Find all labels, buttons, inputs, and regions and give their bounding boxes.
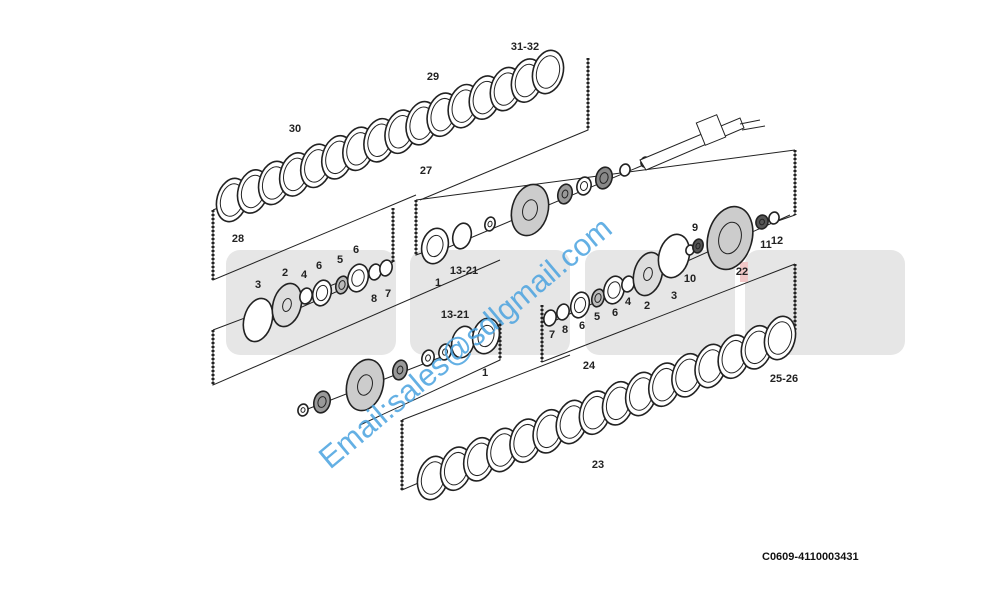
component (718, 221, 742, 255)
label-23: 23 (592, 459, 604, 471)
label-5: 5 (594, 311, 600, 323)
label-8: 8 (562, 324, 568, 336)
label-6: 6 (612, 307, 618, 319)
drawing-code: C0609-4110003431 (762, 551, 859, 563)
component (351, 269, 365, 287)
component (573, 296, 587, 314)
label-4: 4 (625, 296, 632, 308)
component (522, 199, 538, 221)
component (543, 309, 557, 327)
component (487, 220, 493, 228)
label-7: 7 (549, 329, 555, 341)
label-8: 8 (371, 293, 377, 305)
clutch-disc (535, 55, 561, 89)
label-2: 2 (644, 300, 650, 312)
component (357, 374, 373, 396)
clutch-disc (767, 321, 793, 355)
component (242, 297, 274, 343)
label-13-21: 13-21 (450, 265, 478, 277)
component (607, 281, 621, 299)
label-2: 2 (282, 267, 288, 279)
label-3: 3 (255, 279, 261, 291)
label-31-32: 31-32 (511, 41, 539, 53)
label-22: 22 (736, 266, 748, 278)
component (657, 233, 691, 279)
clutch-discs (215, 49, 797, 501)
label-30: 30 (289, 123, 301, 135)
component (338, 280, 346, 290)
label-6: 6 (316, 260, 322, 272)
label-5: 5 (337, 254, 343, 266)
label-9: 9 (692, 222, 698, 234)
label-28: 28 (232, 233, 244, 245)
component (396, 365, 404, 375)
label-1: 1 (482, 367, 488, 379)
label-6: 6 (353, 244, 359, 256)
label-13-21: 13-21 (441, 309, 469, 321)
component (379, 259, 393, 277)
component (425, 354, 431, 362)
component (759, 218, 765, 226)
label-24: 24 (583, 360, 596, 372)
component (282, 298, 292, 312)
label-6: 6 (579, 320, 585, 332)
component (426, 234, 444, 258)
component (599, 172, 609, 184)
component (695, 242, 701, 250)
components (242, 152, 791, 417)
label-7: 7 (385, 288, 391, 300)
component (300, 407, 306, 413)
label-10: 10 (684, 273, 696, 285)
component (561, 189, 569, 199)
output-shaft (639, 114, 766, 171)
label-29: 29 (427, 71, 439, 83)
label-25-26: 25-26 (770, 373, 798, 385)
label-12: 12 (771, 235, 783, 247)
component (556, 303, 570, 321)
component (451, 222, 473, 250)
component (315, 284, 329, 302)
component (579, 181, 589, 191)
label-4: 4 (301, 269, 308, 281)
label-3: 3 (671, 290, 677, 302)
part-labels: 31-32 29 30 27 28 13-21 1 3 2 4 6 5 6 8 … (232, 41, 798, 471)
label-11: 11 (760, 239, 772, 251)
component (643, 267, 653, 281)
component (477, 324, 495, 348)
label-1: 1 (435, 277, 441, 289)
component (594, 293, 602, 303)
component (317, 396, 327, 408)
component (768, 211, 780, 225)
component (442, 348, 448, 356)
component (619, 163, 631, 177)
component (299, 287, 313, 305)
label-27: 27 (420, 165, 432, 177)
